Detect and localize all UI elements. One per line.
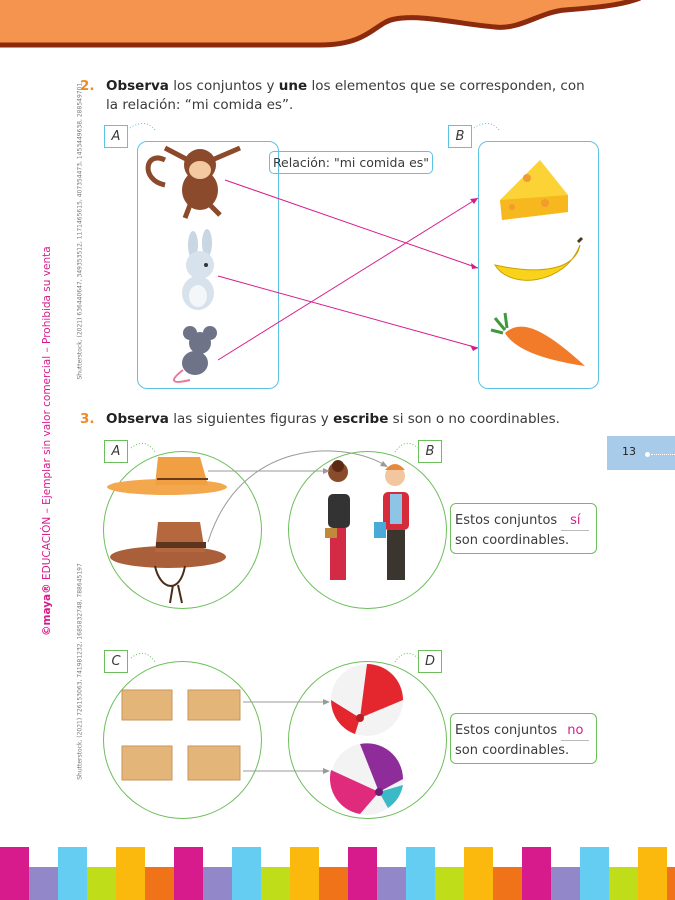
rabbit-image	[182, 229, 214, 310]
answer-suffix: son coordinables.	[455, 533, 570, 548]
stripe	[290, 847, 319, 900]
set-b-label: B	[448, 125, 472, 148]
stripe	[174, 847, 203, 900]
answer-box-ab: Estos conjuntos sí son coordinables.	[450, 503, 597, 554]
set-b-circle	[288, 451, 447, 609]
page-number-tab: 13	[607, 436, 675, 470]
verb: Observa	[106, 78, 169, 94]
set-c-circle	[103, 661, 262, 819]
match-line-monkey-banana	[224, 179, 479, 269]
set-a-label: A	[104, 440, 128, 463]
text: si son o no coordinables.	[388, 411, 560, 427]
stripe	[203, 867, 232, 900]
cheese-image	[500, 160, 568, 220]
box-image	[187, 689, 241, 721]
set-a-box	[137, 141, 279, 389]
girl-image	[325, 460, 350, 580]
stripe	[58, 847, 87, 900]
arrow-cowboy-hat-boy	[207, 450, 384, 543]
verb: une	[278, 78, 308, 94]
page-number: 13	[622, 445, 636, 458]
verb: Observa	[106, 411, 169, 427]
cowboy-hat-image	[110, 522, 226, 604]
set-d-label: D	[418, 650, 442, 673]
relation-label: Relación: "mi comida es"	[269, 151, 433, 174]
answer-prefix: Estos conjuntos	[455, 513, 562, 528]
mouse-image	[173, 326, 217, 383]
box-images	[121, 689, 241, 781]
straw-hat-image	[107, 457, 227, 495]
set-a-label: A	[104, 125, 128, 148]
boy-image	[374, 464, 409, 580]
stripe	[406, 847, 435, 900]
answer-suffix: son coordinables.	[455, 743, 570, 758]
exercise-number: 3.	[80, 411, 95, 427]
box-image	[121, 745, 173, 781]
exercise-number: 2.	[80, 78, 95, 94]
box-image	[187, 745, 241, 781]
stripe	[522, 847, 551, 900]
stripe	[261, 867, 290, 900]
answer-box-cd: Estos conjuntos no son coordinables.	[450, 713, 597, 764]
stripe	[667, 867, 675, 900]
stripe	[435, 867, 464, 900]
stripe	[609, 867, 638, 900]
answer-prefix: Estos conjuntos	[455, 723, 562, 738]
stripe	[551, 867, 580, 900]
stripe	[87, 867, 116, 900]
stripe	[580, 847, 609, 900]
set-a-circle	[103, 451, 262, 609]
banana-image	[493, 236, 584, 281]
exercise-3-instruction: 3. Observa las siguientes figuras y escr…	[80, 410, 590, 429]
stripe	[319, 867, 348, 900]
stripe	[638, 847, 667, 900]
stripe	[0, 847, 29, 900]
stripe	[29, 867, 58, 900]
stripe	[348, 847, 377, 900]
stripe	[493, 867, 522, 900]
stripe	[116, 847, 145, 900]
set-c-label: C	[104, 650, 128, 673]
purple-beach-ball-image	[329, 743, 403, 815]
set-d-circle	[288, 661, 447, 819]
text: los conjuntos y	[168, 78, 279, 94]
set-b-label: B	[418, 440, 442, 463]
stripe	[232, 847, 261, 900]
exercise-2-instruction: 2. Observa los conjuntos y une los eleme…	[80, 77, 590, 115]
stripe	[145, 867, 174, 900]
set-b-box	[478, 141, 599, 389]
verb: escribe	[333, 411, 389, 427]
red-beach-ball-image	[330, 664, 403, 736]
match-line-mouse-cheese	[217, 197, 479, 361]
box-image	[121, 689, 173, 721]
stripe	[464, 847, 493, 900]
monkey-image	[145, 145, 241, 219]
text: las siguientes figuras y	[168, 411, 334, 427]
stripe	[377, 867, 406, 900]
top-banner	[0, 0, 641, 48]
carrot-image	[490, 312, 585, 366]
answer-field[interactable]: sí	[561, 511, 590, 531]
text: los elementos que se corresponden, con l…	[106, 78, 585, 113]
answer-field[interactable]: no	[561, 721, 590, 741]
match-line-rabbit-carrot	[217, 275, 479, 349]
